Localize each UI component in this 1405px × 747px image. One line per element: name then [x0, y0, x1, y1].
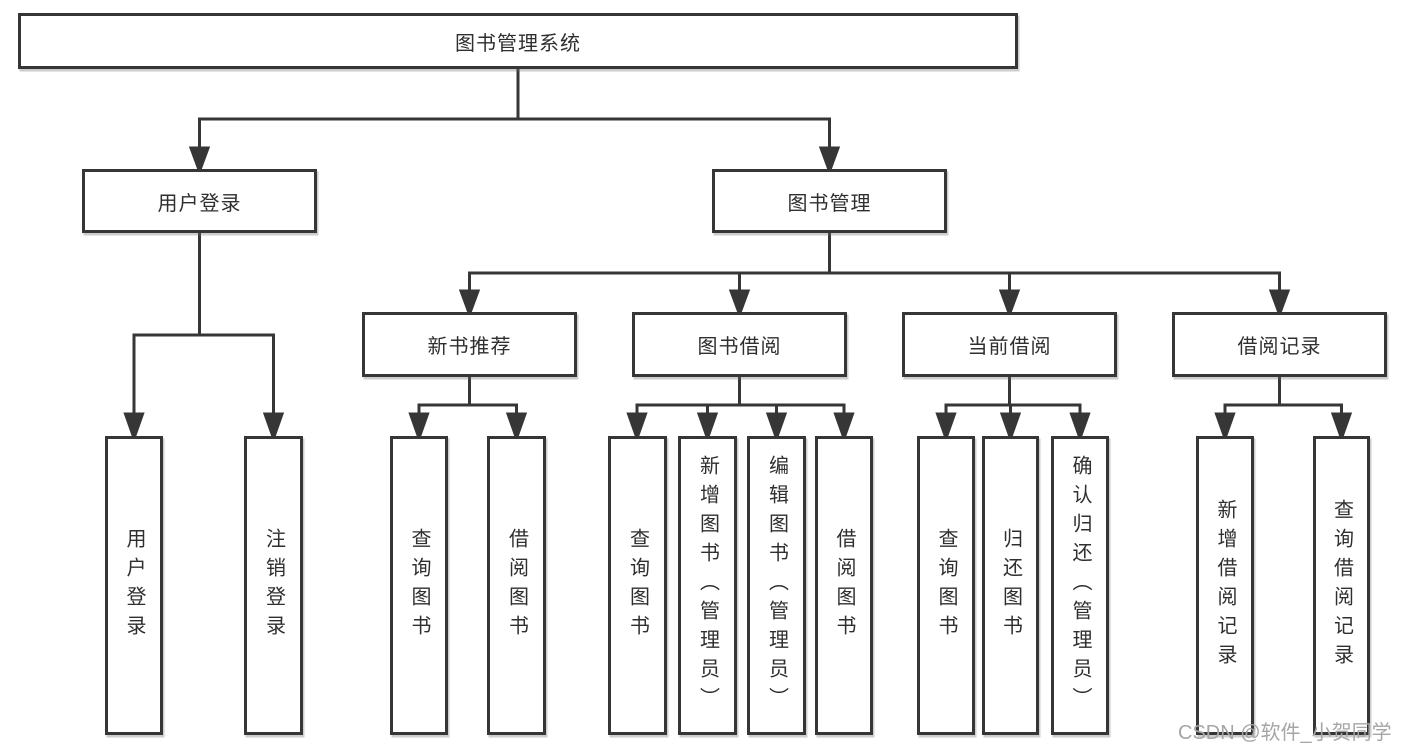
leaf-borrow-book-2: 借阅图书 — [815, 436, 873, 735]
leaf-query-book-3: 查询图书 — [917, 436, 975, 735]
connector-userlogin-to-leaves — [123, 233, 285, 443]
node-label: 编辑图书（管理员） — [765, 455, 788, 716]
node-label: 确认归还（管理员） — [1069, 455, 1091, 716]
node-label: 新增图书（管理员） — [696, 455, 719, 716]
node-borrow-records: 借阅记录 — [1172, 312, 1387, 377]
node-label: 新增借阅记录 — [1214, 498, 1236, 673]
node-label: 新书推荐 — [427, 336, 512, 358]
node-label: 归还图书 — [999, 527, 1022, 644]
connector-root-to-level1 — [188, 69, 841, 176]
node-label: 查询借阅记录 — [1330, 498, 1353, 673]
node-label: 当前借阅 — [967, 336, 1052, 358]
connector-borrowrecords-to-leaves — [1214, 377, 1353, 443]
leaf-return-book: 归还图书 — [982, 436, 1039, 735]
node-label: 图书管理 — [787, 192, 872, 215]
node-label: 图书借阅 — [697, 336, 782, 358]
node-label: 借阅图书 — [505, 527, 528, 644]
connector-bookmgmt-to-level2 — [458, 233, 1291, 319]
leaf-user-login: 用户登录 — [105, 436, 163, 735]
csdn-watermark: CSDN @软件_小贺同学 — [1178, 722, 1392, 744]
node-label: 查询图书 — [626, 527, 649, 644]
leaf-add-book-admin: 新增图书（管理员） — [678, 436, 737, 735]
node-user-login: 用户登录 — [82, 169, 317, 233]
leaf-query-book-1: 查询图书 — [390, 436, 448, 735]
node-label: 查询图书 — [935, 527, 957, 644]
node-label: 用户登录 — [123, 527, 145, 644]
node-book-borrow: 图书借阅 — [632, 312, 847, 377]
node-new-book-recommend: 新书推荐 — [362, 312, 577, 377]
connector-newbook-to-leaves — [408, 377, 528, 443]
leaf-logout: 注销登录 — [244, 436, 303, 735]
node-book-management: 图书管理 — [712, 169, 947, 233]
connector-currentborrow-to-leaves — [935, 377, 1091, 443]
node-label: 借阅图书 — [833, 527, 855, 644]
node-root-system: 图书管理系统 — [18, 13, 1018, 69]
leaf-confirm-return-admin: 确认归还（管理员） — [1051, 436, 1109, 735]
node-label: 注销登录 — [262, 527, 285, 644]
leaf-add-borrow-record: 新增借阅记录 — [1196, 436, 1254, 735]
leaf-edit-book-admin: 编辑图书（管理员） — [747, 436, 806, 735]
leaf-borrow-book-1: 借阅图书 — [487, 436, 546, 735]
node-current-borrow: 当前借阅 — [902, 312, 1117, 377]
leaf-query-borrow-record: 查询借阅记录 — [1313, 436, 1370, 735]
connector-bookborrow-to-leaves — [626, 377, 855, 443]
node-label: 查询图书 — [408, 527, 430, 644]
node-label: 借阅记录 — [1237, 336, 1322, 358]
node-label: 图书管理系统 — [455, 32, 581, 55]
leaf-query-book-2: 查询图书 — [608, 436, 667, 735]
node-label: 用户登录 — [157, 192, 242, 215]
